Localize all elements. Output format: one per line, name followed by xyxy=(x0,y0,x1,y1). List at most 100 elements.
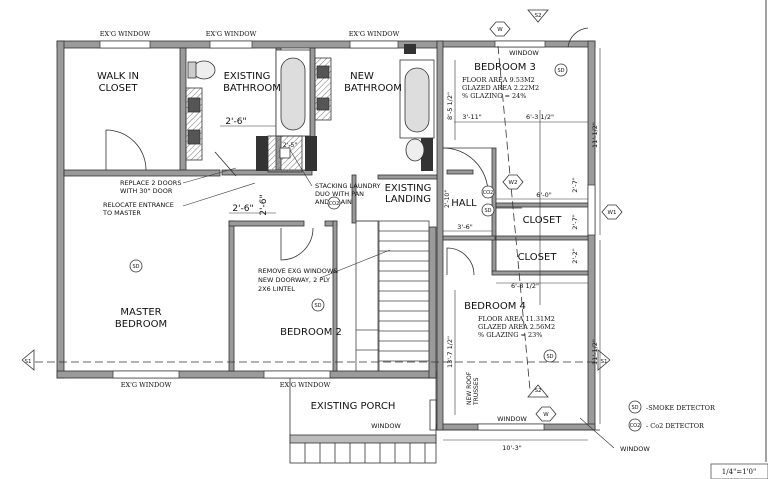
dimension-2-6-c: 2'-6" xyxy=(259,194,269,215)
room-label-existing-bathroom-1: EXISTING xyxy=(224,71,271,82)
fixtures xyxy=(185,49,435,173)
dimension-6-0: 6'-0" xyxy=(536,191,551,199)
svg-text:CO2: CO2 xyxy=(329,201,340,207)
dimension-11-half-b: 11'-1/2" xyxy=(591,339,599,365)
room-label-new-bathroom-1: NEW xyxy=(350,71,374,82)
dimension-2-2: 2'-2" xyxy=(571,248,579,263)
svg-text:W: W xyxy=(497,27,503,33)
dimension-6-8-half: 6'-8 1/2" xyxy=(511,282,539,290)
svg-text:W: W xyxy=(543,412,549,418)
bedroom4-glazing: % GLAZING = 23% xyxy=(478,331,542,339)
room-label-existing-bathroom-2: BATHROOM xyxy=(223,83,281,94)
note-relocate-2: TO MASTER xyxy=(102,209,141,217)
stairs xyxy=(355,220,430,372)
legend-co2-symbol: CO2 xyxy=(630,423,641,429)
smoke-detector-bedroom4: SD xyxy=(543,349,557,363)
window-label-bedroom-3: WINDOW xyxy=(509,49,539,57)
porch xyxy=(289,377,600,464)
dimension-2-6-b: 2'-6" xyxy=(232,204,253,214)
room-label-hall: HALL xyxy=(451,198,477,209)
dimension-lines xyxy=(220,48,601,441)
dimension-2-6-a: 2'-6" xyxy=(225,117,246,127)
dimension-3-6: 3'-6" xyxy=(457,223,472,231)
doors xyxy=(105,129,522,276)
svg-text:SD: SD xyxy=(314,303,321,309)
dimension-10-3: 10'-3" xyxy=(502,444,522,452)
window-tag-w2: W2 xyxy=(502,174,524,190)
note-new-roof-1: NEW ROOF xyxy=(466,371,473,405)
window-openings xyxy=(99,40,596,431)
note-remove-window-3: 2X6 LINTEL xyxy=(258,285,295,293)
scale-box xyxy=(710,463,768,479)
svg-text:SD: SD xyxy=(484,208,491,214)
section-marker-s2-bottom: S2 xyxy=(535,388,542,394)
room-label-master-bedroom-1: MASTER xyxy=(120,307,161,318)
dimension-2-7-b: 2'-7" xyxy=(571,214,579,229)
room-label-closet-1: CLOSET xyxy=(523,215,563,226)
smoke-detector-hall: SD xyxy=(481,203,495,217)
bedroom3-glazing: % GLAZING = 24% xyxy=(462,92,526,100)
room-labels: WALK IN CLOSET EXISTING BATHROOM NEW BAT… xyxy=(97,62,562,412)
svg-text:W1: W1 xyxy=(608,210,617,216)
dimension-8-5-half: 8'-5 1/2" xyxy=(446,92,454,120)
dimension-labels: 2'-6" 2'-5" 2'-6" 2'-6" 8'-5 1/2" 3'-11"… xyxy=(225,92,599,452)
window-label-top-3: EX'G WINDOW xyxy=(349,30,400,38)
note-new-roof-2: TRUSSES xyxy=(473,377,480,406)
note-relocate-1: RELOCATE ENTRANCE xyxy=(103,201,174,209)
smoke-detector-bedroom2: SD xyxy=(311,298,325,312)
wall-accent xyxy=(404,44,416,54)
room-label-walk-in-closet-1: WALK IN xyxy=(97,71,139,82)
room-label-walk-in-closet-2: CLOSET xyxy=(99,83,139,94)
bedroom3-glazed-area: GLAZED AREA 2.22M2 xyxy=(462,84,539,92)
window-label-top-2: EX'G WINDOW xyxy=(206,30,257,38)
section-marker-s2-top: S2 xyxy=(535,13,542,19)
svg-text:SD: SD xyxy=(557,68,564,74)
window-tag-w-bottom: W xyxy=(535,406,557,422)
note-laundry-1: STACKING LAUNDRY xyxy=(315,182,381,190)
room-info: FLOOR AREA 9.53M2 GLAZED AREA 2.22M2 % G… xyxy=(462,76,555,339)
dimension-2-5: 2'-5" xyxy=(283,142,297,149)
section-marker-s1-left: S1 xyxy=(25,359,32,365)
room-label-closet-2: CLOSET xyxy=(518,252,558,263)
section-line xyxy=(21,9,611,398)
window-labels: EX'G WINDOW EX'G WINDOW EX'G WINDOW EX'G… xyxy=(100,30,651,453)
window-label-bedroom-4: WINDOW xyxy=(497,415,527,423)
room-label-new-bathroom-2: BATHROOM xyxy=(344,83,402,94)
dimension-11-half-a: 11'-1/2" xyxy=(591,122,599,148)
section-marker-s1-right: S1 xyxy=(601,359,608,365)
note-remove-window-2: NEW DOORWAY, 2 PLY xyxy=(258,276,330,284)
legend-smoke-icon xyxy=(628,400,642,414)
legend-co2-icon xyxy=(628,418,642,432)
legend-smoke-label: -SMOKE DETECTOR xyxy=(646,404,716,412)
scale-label: 1/4"=1'0" xyxy=(722,468,756,476)
legend-co2-label: - Co2 DETECTOR xyxy=(646,422,705,430)
window-tag-w-top: W xyxy=(489,21,511,37)
symbols: SD SD SD SD SD CO2 CO2 W1 W2 W W S1 S1 S… xyxy=(25,13,623,422)
bedroom4-glazed-area: GLAZED AREA 2.56M2 xyxy=(478,323,555,331)
room-label-existing-landing-1: EXISTING xyxy=(385,183,432,194)
note-replace-doors-2: WITH 30" DOOR xyxy=(120,187,173,195)
co2-detector-hall: CO2 xyxy=(481,185,495,199)
room-label-existing-landing-2: LANDING xyxy=(385,194,431,205)
note-replace-doors-1: REPLACE 2 DOORS xyxy=(120,179,181,187)
bedroom4-floor-area: FLOOR AREA 11.31M2 xyxy=(478,315,555,323)
dimension-6-3-half: 6'-3 1/2" xyxy=(526,113,554,121)
svg-text:SD: SD xyxy=(546,354,553,360)
dimension-3-11: 3'-11" xyxy=(462,113,482,121)
window-label-bottom-1: EX'G WINDOW xyxy=(121,381,172,389)
window-label-bottom-2: EX'G WINDOW xyxy=(280,381,331,389)
annotation-leaders xyxy=(182,149,615,449)
bedroom3-floor-area: FLOOR AREA 9.53M2 xyxy=(462,76,535,84)
room-label-existing-porch: EXISTING PORCH xyxy=(311,401,396,412)
room-label-bedroom-4: BEDROOM 4 xyxy=(464,301,526,312)
svg-text:CO2: CO2 xyxy=(483,190,494,196)
legend-smoke-symbol: SD xyxy=(631,405,638,411)
window-label-top-1: EX'G WINDOW xyxy=(100,30,151,38)
window-tag-w1: W1 xyxy=(601,204,623,220)
room-label-bedroom-3: BEDROOM 3 xyxy=(474,62,536,73)
wall-accent xyxy=(421,136,433,171)
svg-text:W2: W2 xyxy=(509,180,518,186)
smoke-detector-master: SD xyxy=(129,259,143,273)
